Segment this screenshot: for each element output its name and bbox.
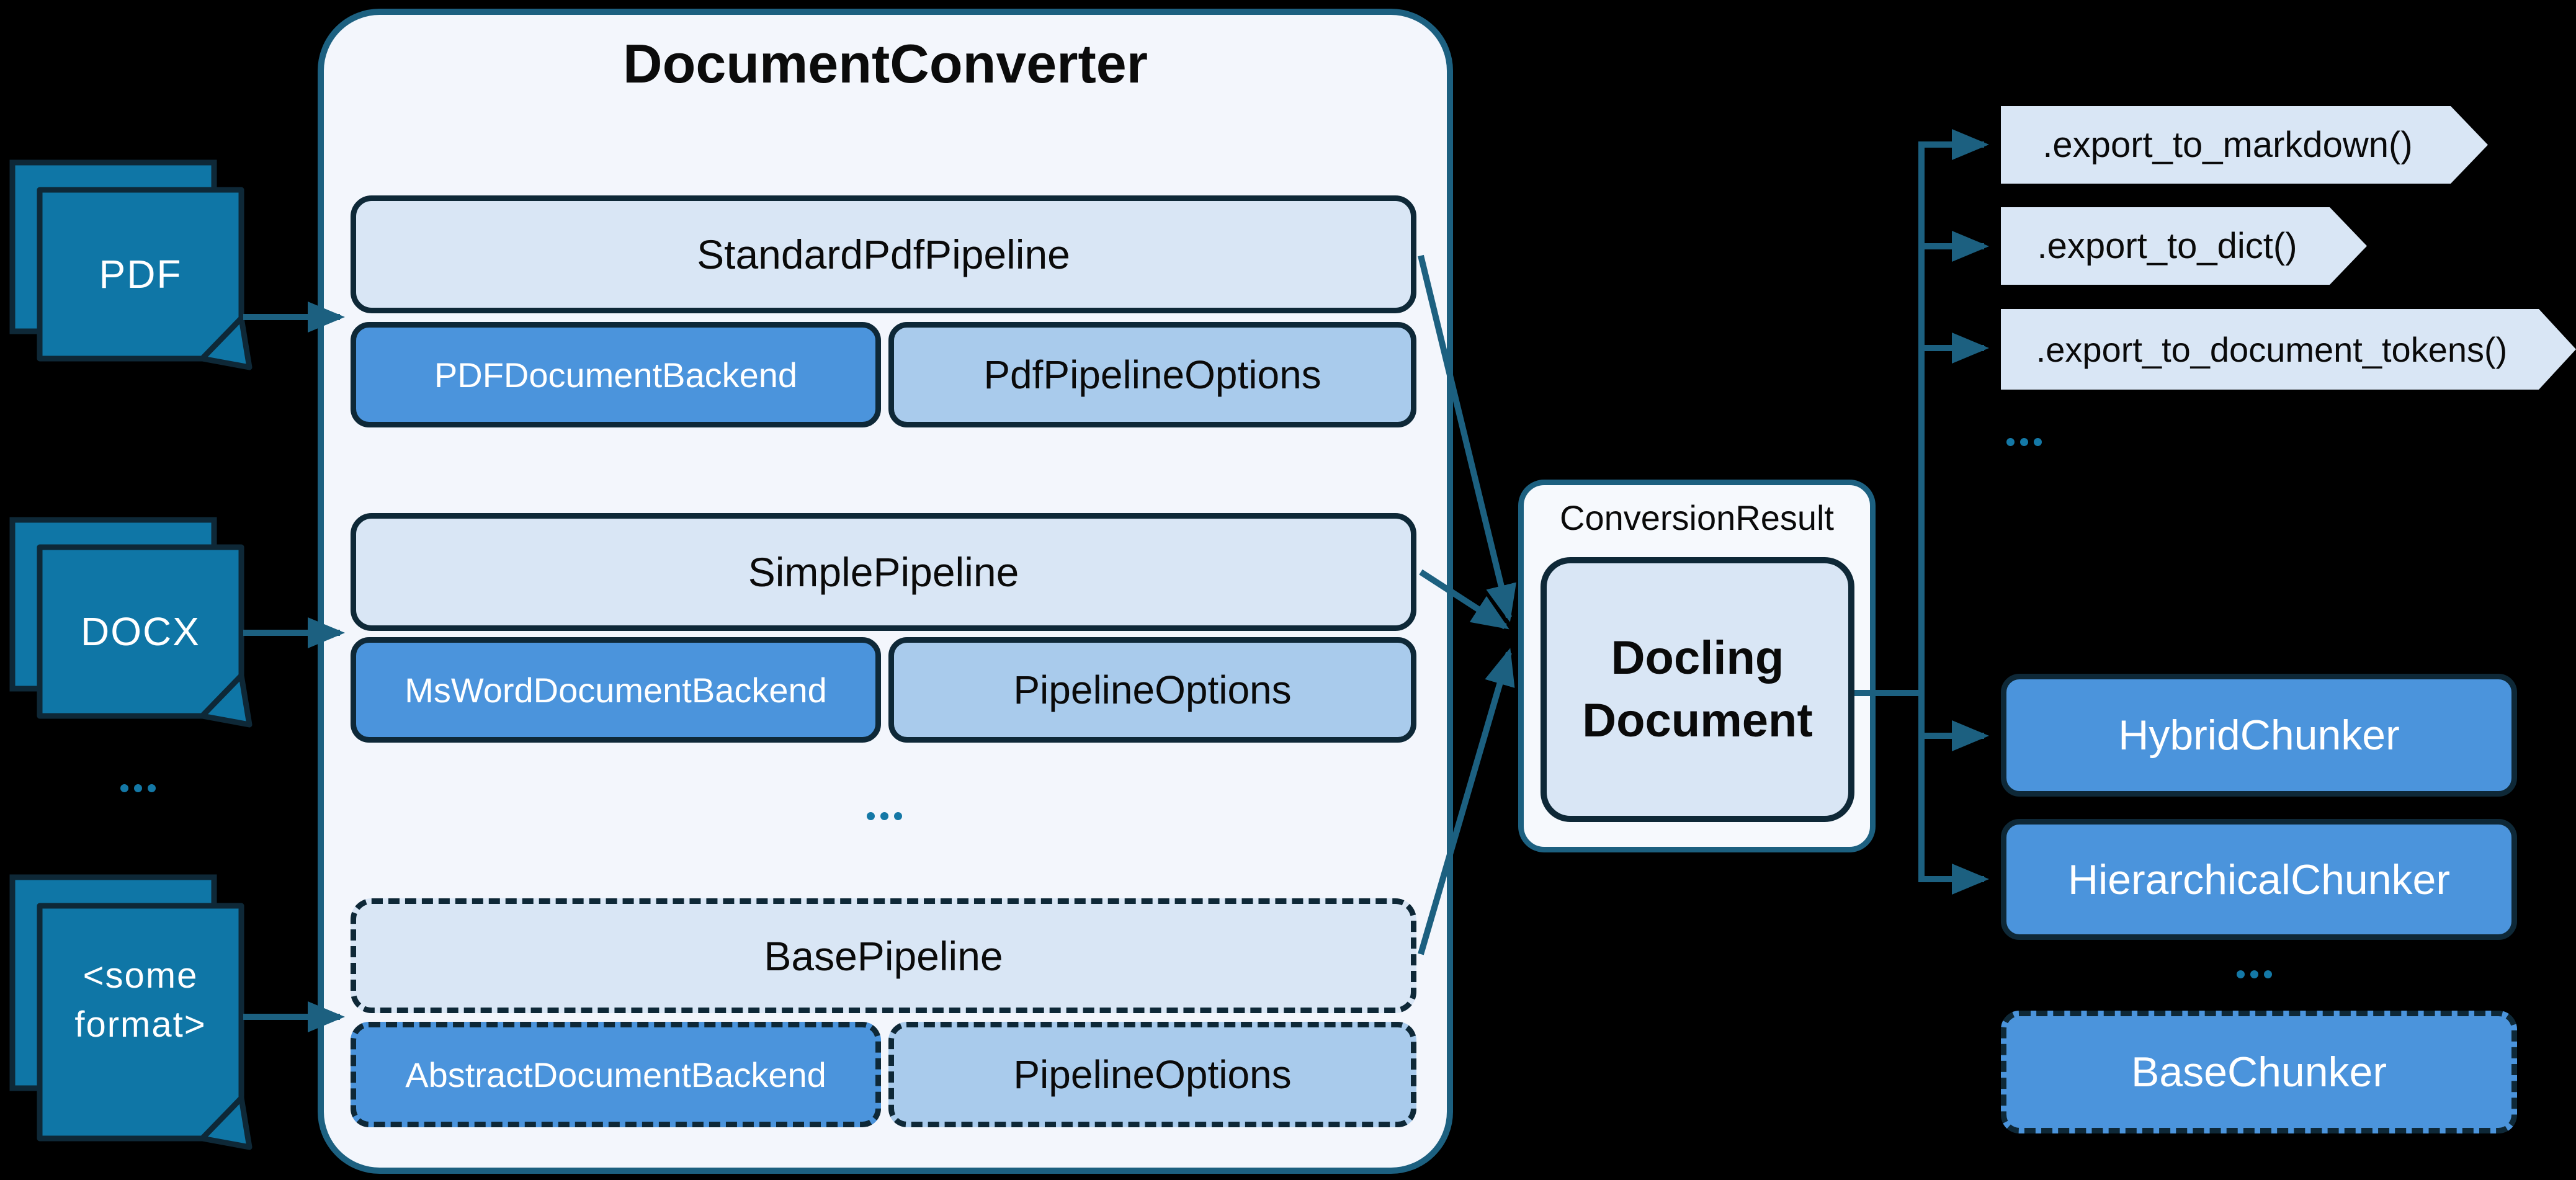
arrow-trunk-to-markdown <box>1918 129 1990 693</box>
dot <box>2020 438 2028 446</box>
dot <box>148 784 156 792</box>
dot <box>2237 970 2245 978</box>
msword-document-backend-box: MsWordDocumentBackend <box>351 637 881 743</box>
ellipsis-dots-inputs <box>120 784 156 792</box>
dot <box>120 784 128 792</box>
ellipsis-dots-chunkers <box>2237 970 2272 978</box>
base-pipeline-options-box: PipelineOptions <box>888 1022 1416 1127</box>
ellipsis-dots-exports <box>2006 438 2042 446</box>
dot <box>134 784 142 792</box>
dot <box>2034 438 2042 446</box>
dot <box>894 812 902 820</box>
dot <box>880 812 888 820</box>
dot <box>867 812 875 820</box>
arrow-trunk-to-hierarchical <box>1918 693 1990 895</box>
base-pipeline-box: BasePipeline <box>351 898 1416 1013</box>
conversion-result-label: ConversionResult <box>1560 498 1834 537</box>
base-chunker-box: BaseChunker <box>2001 1011 2517 1133</box>
dot <box>2264 970 2272 978</box>
export-to-markdown-shape: .export_to_markdown() <box>2001 106 2488 184</box>
docling-document-box: Docling Document <box>1541 557 1854 822</box>
dot <box>2006 438 2015 446</box>
ellipsis-dots-converter <box>867 812 902 820</box>
pdf-pipeline-options-box: PdfPipelineOptions <box>888 322 1416 427</box>
dot <box>2250 970 2258 978</box>
simple-pipeline-box: SimplePipeline <box>351 513 1416 631</box>
hierarchical-chunker-box: HierarchicalChunker <box>2001 819 2517 940</box>
standard-pdf-pipeline-box: StandardPdfPipeline <box>351 195 1416 313</box>
input-doc-label-some-format: <some format> <box>74 955 207 1045</box>
pipeline-options-box: PipelineOptions <box>888 637 1416 743</box>
document-converter-title: DocumentConverter <box>623 33 1148 94</box>
export-to-document-tokens-shape: .export_to_document_tokens() <box>2001 309 2576 390</box>
input-doc-label-docx: DOCX <box>81 609 200 654</box>
input-doc-label-pdf: PDF <box>99 252 182 297</box>
hybrid-chunker-box: HybridChunker <box>2001 674 2517 797</box>
export-to-dict-shape: .export_to_dict() <box>2001 207 2367 285</box>
pdf-document-backend-box: PDFDocumentBackend <box>351 322 881 427</box>
abstract-document-backend-box: AbstractDocumentBackend <box>351 1022 881 1127</box>
